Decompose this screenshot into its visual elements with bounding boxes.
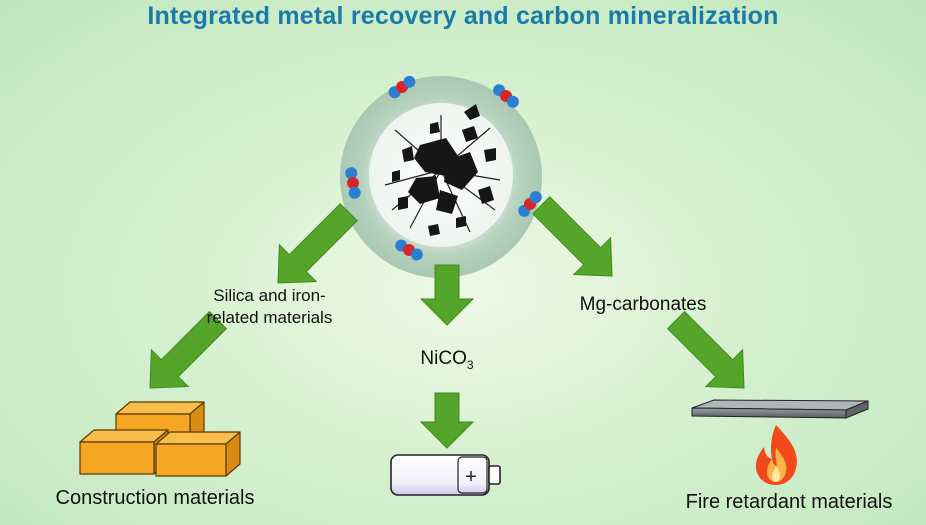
fragments <box>392 104 496 236</box>
silica-label-line1: Silica and iron- <box>213 286 326 305</box>
arrow-to-silica <box>277 203 358 284</box>
flame-icon <box>755 425 797 485</box>
construction-materials-label: Construction materials <box>55 487 255 509</box>
nico3-label-base: NiCO <box>420 348 467 369</box>
arrow-to-construction <box>149 310 228 389</box>
nico3-label-subscript: 3 <box>466 357 474 372</box>
silica-label: Silica and iron- related materials <box>182 285 357 329</box>
diagram-title: Integrated metal recovery and carbon min… <box>147 2 779 30</box>
co2-molecule-icon <box>345 167 361 199</box>
brick-stack-icon <box>79 401 241 477</box>
arrow-to-mg-carbonates <box>532 196 613 277</box>
arrow-to-battery <box>419 392 475 449</box>
battery-plus-sign: + <box>465 466 477 488</box>
battery-icon: + <box>390 454 501 496</box>
slab-icon <box>691 399 869 419</box>
co2-molecule-icon <box>493 84 519 108</box>
nico3-label: NiCO3 <box>405 348 489 372</box>
co2-molecule-icon <box>388 75 416 99</box>
fire-retardant-materials-label: Fire retardant materials <box>685 491 893 513</box>
co2-molecule-icon <box>395 239 423 261</box>
mg-carbonates-label: Mg-carbonates <box>579 294 707 315</box>
arrow-to-nico3 <box>419 264 475 326</box>
arrow-to-fire-retardant <box>666 310 745 389</box>
silica-label-line2: related materials <box>206 308 333 327</box>
mineral-particle-icon <box>340 76 542 278</box>
co2-molecule-icon <box>518 191 542 217</box>
